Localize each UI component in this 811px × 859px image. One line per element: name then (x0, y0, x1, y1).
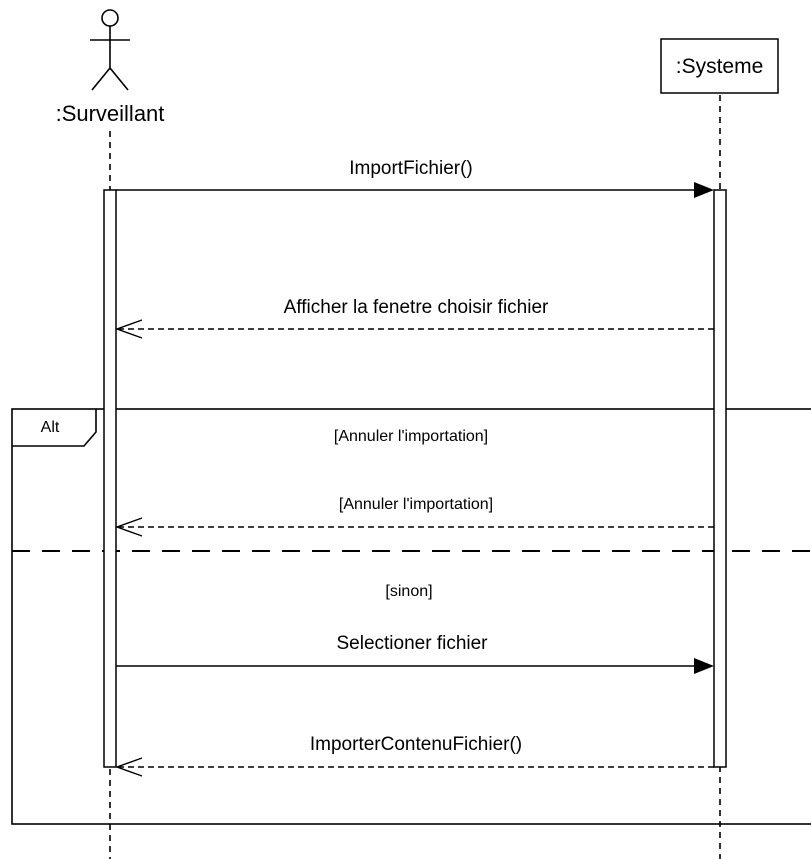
message-importer-contenu: ImporterContenuFichier() (114, 734, 714, 777)
message-selectioner-fichier: Selectioner fichier (116, 633, 714, 674)
object-box (660, 38, 779, 94)
alt-fragment: Alt [Annuler l'importation] [sinon] (11, 408, 811, 825)
message-label: Afficher la fenetre choisir fichier (284, 297, 549, 318)
filled-arrowhead-icon (694, 182, 714, 198)
message-label: Selectioner fichier (336, 633, 488, 654)
open-arrowhead-icon (114, 319, 143, 339)
message-afficher-fenetre: Afficher la fenetre choisir fichier (114, 297, 714, 339)
fragment-operator: Alt (41, 419, 60, 436)
open-arrowhead-icon (114, 517, 143, 537)
open-arrowhead-icon (114, 757, 143, 777)
message-import-fichier: ImportFichier() (116, 158, 714, 198)
fragment-frame (11, 408, 811, 825)
filled-arrowhead-icon (694, 658, 714, 674)
actor-name: :Surveillant (56, 101, 165, 126)
object-systeme: :Systeme (660, 38, 779, 94)
activation-bar-systeme (713, 189, 727, 768)
object-name: :Systeme (676, 55, 764, 78)
stick-figure-icon (90, 9, 130, 91)
fragment-operator-tab (12, 409, 97, 447)
message-label: [Annuler l'importation] (339, 496, 493, 513)
activation-bar-surveillant (103, 189, 117, 768)
guard-label-second: [sinon] (385, 583, 432, 600)
message-label: ImportFichier() (349, 158, 473, 179)
actor-surveillant: :Surveillant (56, 9, 165, 126)
message-annuler-importation: [Annuler l'importation] (114, 496, 714, 537)
guard-label-first: [Annuler l'importation] (334, 428, 488, 445)
message-label: ImporterContenuFichier() (310, 734, 522, 755)
